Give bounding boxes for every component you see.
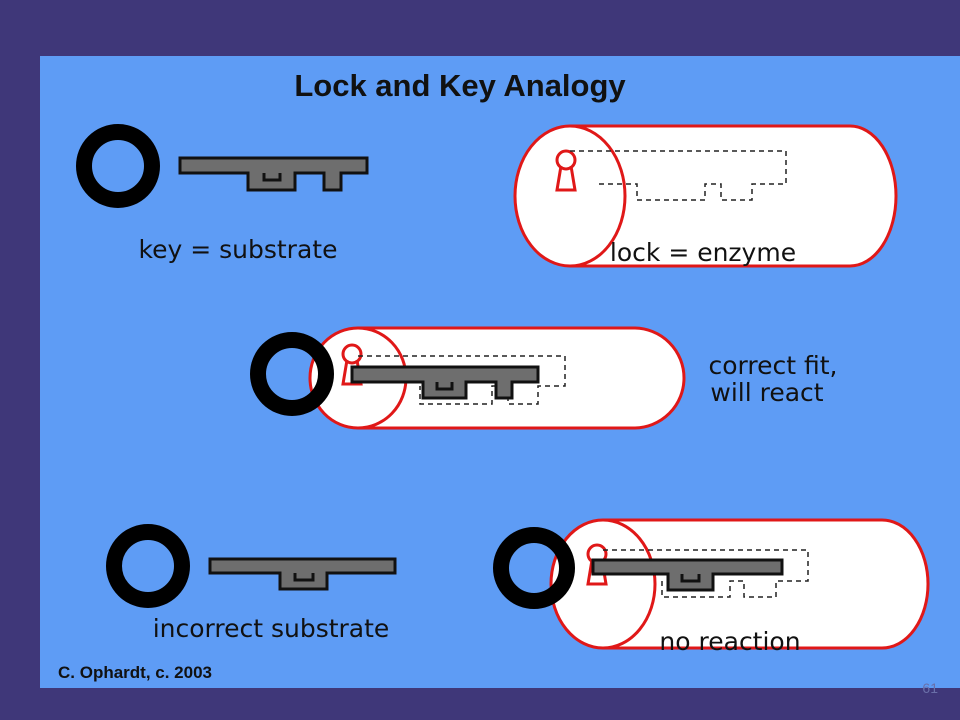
correct-fit-label-line1: correct fit,: [709, 351, 838, 380]
incorrect-substrate-illustration: [106, 524, 397, 608]
key-substrate-illustration: [76, 124, 369, 208]
correct-fit-illustration: [250, 326, 686, 430]
diagram-panel: Lock and Key Analogy key = substrate loc…: [40, 56, 960, 688]
credit-text: C. Ophardt, c. 2003: [58, 663, 212, 682]
key-substrate-label: key = substrate: [139, 235, 338, 264]
no-reaction-illustration: [493, 518, 930, 650]
lock-and-key-diagram: Lock and Key Analogy key = substrate loc…: [58, 68, 930, 682]
diagram-title: Lock and Key Analogy: [294, 68, 626, 103]
incorrect-substrate-label: incorrect substrate: [153, 614, 390, 643]
slide-number: 61: [922, 680, 938, 696]
no-reaction-label: no reaction: [659, 627, 800, 656]
lock-enzyme-label: lock = enzyme: [610, 238, 796, 267]
lock-enzyme-illustration: [513, 124, 898, 268]
correct-fit-label-line2: will react: [710, 378, 823, 407]
